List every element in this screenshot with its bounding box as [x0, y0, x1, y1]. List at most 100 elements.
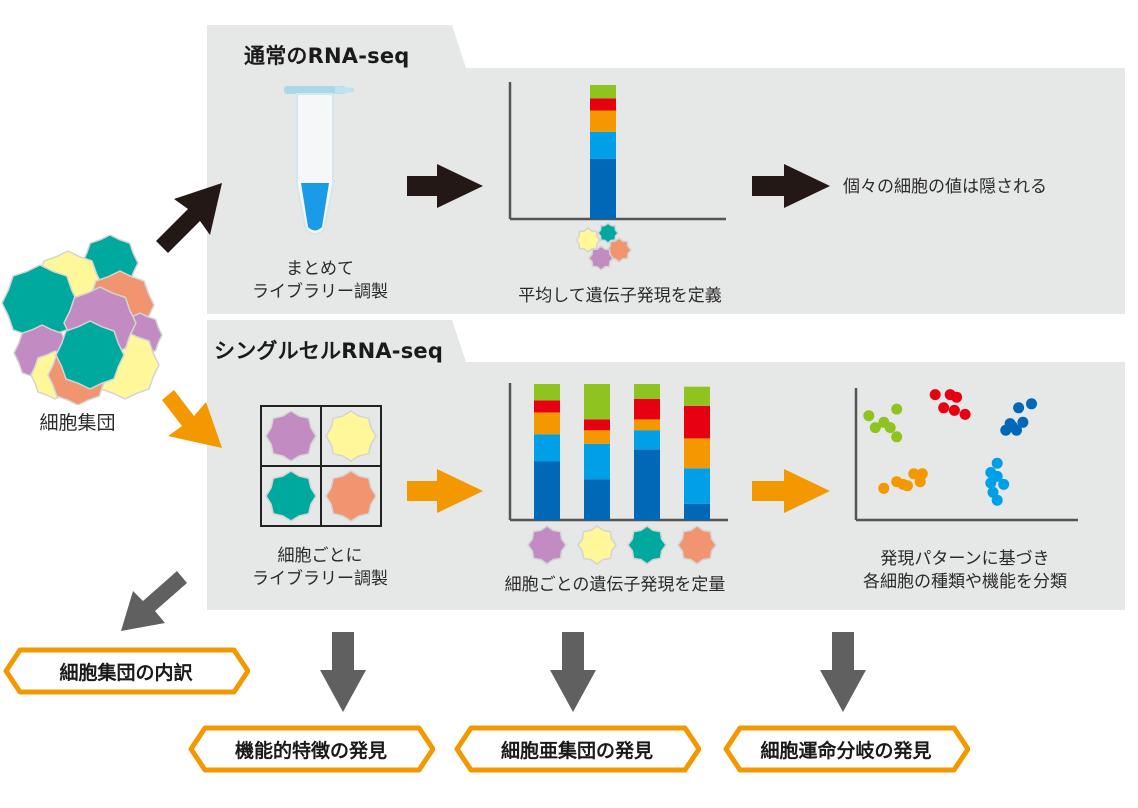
- bulk-arrow-2-icon: [752, 164, 830, 208]
- point-cluster-red: [959, 408, 971, 420]
- cell-population-cluster: [1, 234, 163, 405]
- result-cell-fate: 細胞運命分岐の発見: [722, 725, 970, 773]
- sc-step1-caption-line2: ライブラリー調製: [252, 569, 388, 589]
- bar-segment-gene-light-blue: [584, 443, 610, 480]
- point-cluster-dark-blue: [1013, 402, 1025, 414]
- single-cell-partition-grid: [260, 405, 382, 527]
- sc-step2-caption: 細胞ごとの遺伝子発現を定量: [504, 575, 726, 595]
- bar-segment-gene-green: [590, 85, 616, 99]
- bar-segment-gene-dark-blue: [684, 503, 710, 520]
- point-cluster-green: [863, 410, 875, 422]
- bar-segment-gene-green: [584, 384, 610, 420]
- result-label: 細胞集団の内訳: [59, 662, 193, 684]
- hexagon-frame: [3, 647, 250, 695]
- single-cell-bar-chart: [508, 383, 728, 565]
- point-cluster-red: [929, 389, 941, 401]
- sc-step3-caption-line1: 発現パターンに基づき: [880, 549, 1050, 569]
- bulk-step1-caption: まとめて ライブラリー調製: [235, 258, 405, 304]
- point-cluster-green: [869, 422, 881, 434]
- point-cluster-red: [938, 402, 950, 414]
- point-cluster-orange: [878, 482, 890, 494]
- grid-cell-yellow: [325, 410, 377, 462]
- hexagon-frame: [454, 725, 701, 773]
- bar-segment-gene-orange: [534, 412, 560, 435]
- bulk-bar-chart: [508, 82, 726, 271]
- sc-step3-caption-line2: 各細胞の種類や機能を分類: [863, 572, 1067, 592]
- point-cluster-orange: [901, 480, 913, 492]
- result-label: 機能的特徴の発見: [234, 740, 387, 762]
- bar-segment-gene-dark-blue: [634, 449, 660, 520]
- hexagon-frame: [188, 725, 435, 773]
- bulk-arrow-1-icon: [407, 164, 483, 208]
- mini-cell-teal: [597, 222, 619, 244]
- point-cluster-dark-blue: [1026, 398, 1037, 410]
- cluster-scatter-plot: [854, 388, 1078, 522]
- bar-segment-gene-red: [634, 399, 660, 420]
- sc-step1-caption-line1: 細胞ごとに: [277, 546, 363, 566]
- bar-segment-gene-orange: [634, 419, 660, 431]
- bar-segment-gene-red: [534, 400, 560, 413]
- bar-segment-gene-green: [534, 384, 560, 401]
- single-cell-panel: [207, 320, 1125, 610]
- result-arrow-down-2-icon: [550, 632, 596, 712]
- bar-segment-gene-light-blue: [534, 434, 560, 462]
- grid-cell-salmon: [325, 470, 377, 522]
- bulk-step2-caption: 平均して遺伝子発現を定義: [518, 286, 722, 306]
- bulk-branch-arrow-icon: [156, 183, 222, 253]
- bar-segment-gene-light-blue: [634, 430, 660, 450]
- hexagon-frame: [723, 725, 970, 773]
- mini-cell-purple: [588, 245, 614, 271]
- bar-segment-gene-orange: [684, 438, 710, 469]
- bar-segment-gene-light-blue: [684, 468, 710, 504]
- point-cluster-green: [891, 431, 903, 443]
- mini-cell-salmon: [606, 237, 632, 263]
- grid-cell-teal: [265, 470, 317, 522]
- category-cell-salmon-cell: [677, 525, 717, 565]
- grid-cell-purple: [265, 410, 317, 462]
- bar-segment-gene-light-blue: [590, 131, 616, 159]
- bar-segment-gene-red: [684, 405, 710, 439]
- point-cluster-dark-blue: [1006, 420, 1018, 432]
- single-cell-branch-arrow-icon: [162, 390, 222, 448]
- point-cluster-light-blue: [991, 457, 1003, 469]
- point-cluster-red: [948, 404, 960, 416]
- point-cluster-orange: [914, 476, 926, 488]
- point-cluster-light-blue: [991, 494, 1003, 506]
- bar-segment-gene-green: [634, 384, 660, 399]
- category-cell-teal-cell: [627, 525, 667, 565]
- bar-segment-gene-dark-blue: [584, 479, 610, 520]
- point-cluster-green: [884, 422, 896, 434]
- result-functional-features: 機能的特徴の発見: [187, 725, 435, 773]
- bar-segment-gene-green: [684, 386, 710, 406]
- population-label: 細胞集団: [39, 412, 116, 434]
- population-cell: [55, 320, 125, 390]
- bar-segment-gene-dark-blue: [590, 158, 616, 219]
- bulk-panel: [207, 25, 1125, 314]
- sc-arrow-1-icon: [407, 469, 483, 513]
- bar-segment-gene-dark-blue: [534, 461, 560, 520]
- bulk-title: 通常のRNA-seq: [244, 44, 410, 68]
- bar-segment-gene-red: [584, 419, 610, 431]
- sc-arrow-2-icon: [752, 469, 830, 513]
- bulk-step1-caption-line2: ライブラリー調製: [252, 282, 388, 302]
- result-label: 細胞亜集団の発見: [500, 740, 653, 762]
- mini-cell-yellow: [575, 227, 601, 253]
- bar-segment-gene-red: [590, 98, 616, 111]
- result-arrow-down-1-icon: [320, 632, 366, 712]
- category-cell-yellow-cell: [577, 525, 617, 565]
- single-cell-title: シングルセルRNA-seq: [214, 339, 444, 363]
- category-cell-purple-cell: [527, 525, 567, 565]
- bulk-step3-caption: 個々の細胞の値は隠される: [843, 177, 1047, 197]
- point-cluster-light-blue: [985, 477, 997, 489]
- tube-icon: [284, 86, 354, 235]
- bar-segment-gene-orange: [584, 430, 610, 444]
- point-cluster-green: [891, 403, 903, 415]
- result-subpopulation: 細胞亜集団の発見: [453, 725, 701, 773]
- result-arrow-down-3-icon: [820, 632, 866, 712]
- point-cluster-light-blue: [998, 478, 1010, 490]
- result-arrow-diagonal-icon: [121, 571, 187, 631]
- result-label: 細胞運命分岐の発見: [760, 740, 932, 762]
- bulk-step1-caption-line1: まとめて: [286, 259, 354, 279]
- bar-segment-gene-orange: [590, 110, 616, 132]
